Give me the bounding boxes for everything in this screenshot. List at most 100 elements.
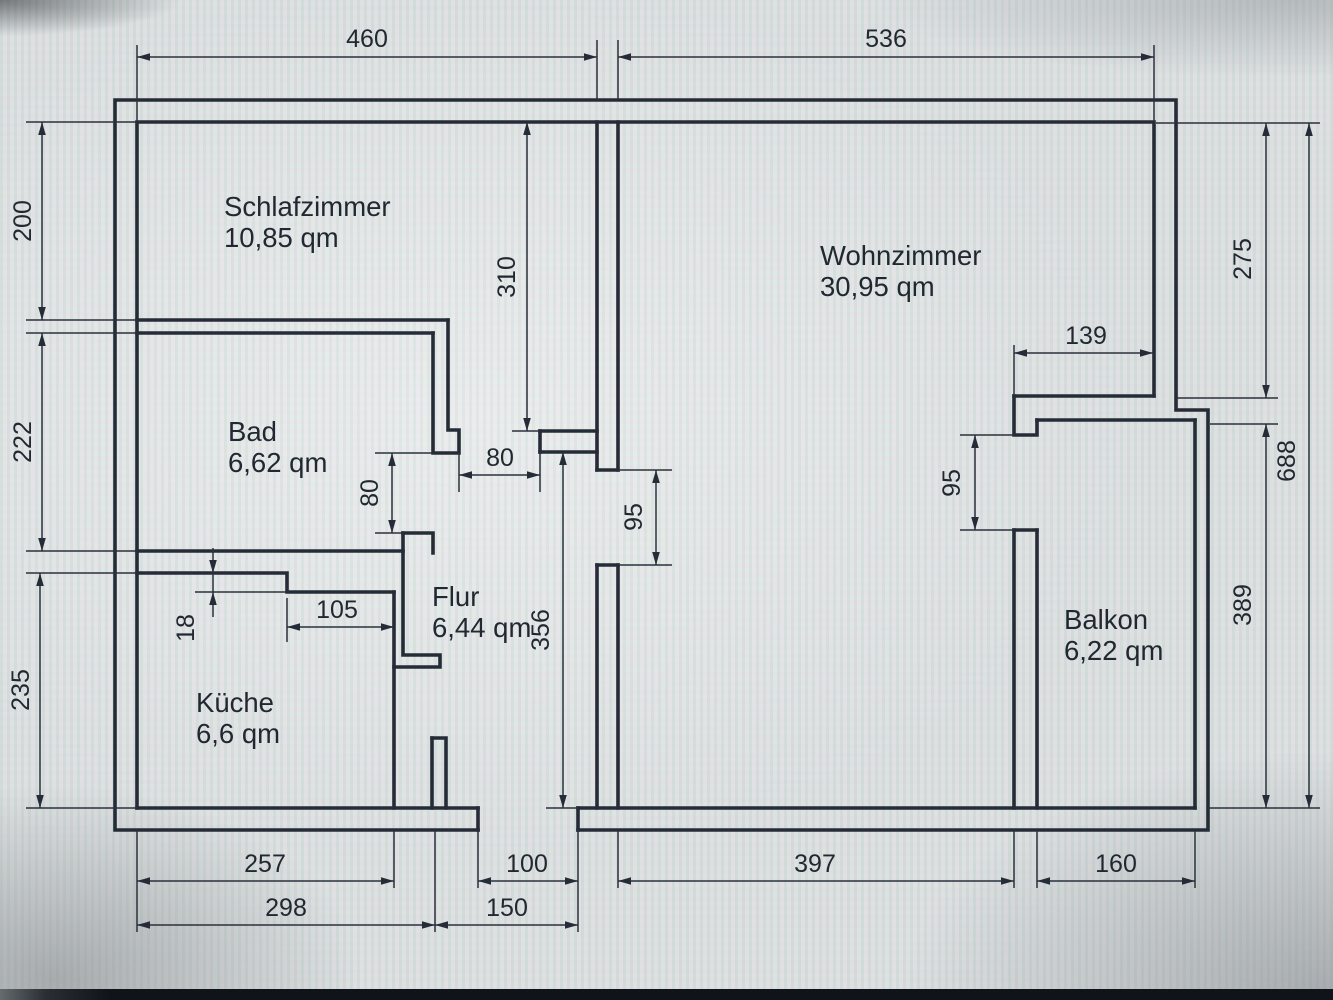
dimension-150-22: 150: [435, 894, 578, 929]
dimension-arrow: [652, 470, 660, 483]
dimension-value: 80: [356, 479, 384, 507]
dimension-105-8: 105: [287, 596, 394, 631]
room-name: Bad: [228, 416, 277, 447]
room-name: Schlafzimmer: [224, 191, 391, 222]
dimension-arrow: [1262, 123, 1270, 136]
dimension-397-19: 397: [618, 850, 1014, 885]
wall-segment: [430, 736, 448, 810]
dimension-value: 298: [265, 894, 307, 922]
dimension-value: 105: [316, 596, 358, 624]
dimension-value: 389: [1229, 584, 1257, 626]
dimension-value: 397: [794, 850, 836, 878]
dimension-arrow: [1305, 795, 1313, 808]
dimension-value: 160: [1095, 850, 1137, 878]
wall-segment: [431, 318, 461, 455]
dimension-arrow: [422, 921, 435, 929]
dimension-value: 310: [493, 256, 521, 298]
dimension-257-17: 257: [137, 850, 394, 885]
dimension-arrow: [652, 552, 660, 565]
dimension-value: 222: [9, 421, 37, 463]
dimension-arrow: [435, 921, 448, 929]
dimension-arrow: [618, 877, 631, 885]
dimension-arrow: [38, 307, 46, 320]
dimension-arrow: [381, 877, 394, 885]
wall-segment: [135, 571, 396, 594]
dimension-389-15: 389: [1229, 424, 1270, 808]
wall-segment: [113, 98, 1210, 832]
dimension-160-20: 160: [1037, 850, 1195, 885]
dimension-arrow: [137, 53, 150, 61]
dimension-value: 460: [346, 25, 388, 53]
dimension-95-12: 95: [938, 435, 979, 530]
dimension-95-11: 95: [620, 470, 660, 565]
room-area: 6,22 qm: [1064, 635, 1163, 666]
dimension-arrow: [36, 573, 44, 586]
dimension-688-16: 688: [1273, 123, 1313, 808]
dimension-298-21: 298: [137, 894, 435, 929]
dimension-arrow: [971, 517, 979, 530]
dimension-arrow: [38, 122, 46, 135]
dimension-275-14: 275: [1229, 123, 1270, 398]
dimension-arrow: [971, 435, 979, 448]
dimension-arrow: [38, 333, 46, 346]
dimension-80-7: 80: [459, 444, 540, 479]
dimension-arrow: [287, 623, 300, 631]
dimension-arrow: [388, 453, 396, 466]
room-area: 6,62 qm: [228, 447, 327, 478]
dimension-arrow: [38, 538, 46, 551]
dimension-arrow: [388, 520, 396, 533]
screen-bezel-bar: [0, 989, 1333, 1000]
dimension-arrow: [527, 471, 540, 479]
dimension-value: 275: [1229, 238, 1257, 280]
room-area: 10,85 qm: [224, 222, 339, 253]
dimension-460-0: 460: [137, 25, 597, 61]
dimension-arrow: [618, 53, 631, 61]
dimension-80-6: 80: [356, 453, 396, 533]
dimension-value: 80: [486, 444, 514, 472]
dimension-235-4: 235: [7, 573, 44, 808]
wall-segment: [135, 120, 1156, 810]
dimension-arrow: [565, 921, 578, 929]
dimension-100-18: 100: [478, 850, 578, 885]
dimension-arrow: [1182, 877, 1195, 885]
dimension-arrow: [1140, 349, 1153, 357]
room-name: Flur: [432, 581, 479, 612]
dimension-139-13: 139: [1014, 322, 1153, 357]
dimension-arrow: [1262, 795, 1270, 808]
dimension-value: 257: [244, 850, 286, 878]
dimension-arrow: [381, 623, 394, 631]
dimension-arrow: [478, 877, 491, 885]
dimension-value: 200: [9, 200, 37, 242]
dimension-222-3: 222: [9, 333, 46, 551]
dimension-value: 235: [7, 669, 35, 711]
room-name: Küche: [196, 687, 274, 718]
dimension-arrow: [459, 471, 472, 479]
dimension-arrow: [1037, 877, 1050, 885]
dimension-arrow: [1001, 877, 1014, 885]
room-area: 6,44 qm: [432, 612, 531, 643]
dimension-arrow: [559, 452, 567, 465]
dimension-value: 95: [938, 469, 966, 497]
wall-segment: [401, 531, 435, 555]
dimension-arrow: [584, 53, 597, 61]
dimension-200-2: 200: [9, 122, 46, 320]
dimension-value: 100: [506, 850, 548, 878]
dimension-arrow: [1141, 53, 1154, 61]
dimension-arrow: [523, 418, 531, 431]
dimension-value: 150: [486, 894, 528, 922]
dimension-arrow: [565, 877, 578, 885]
dimension-536-1: 536: [618, 25, 1154, 61]
room-name: Wohnzimmer: [820, 240, 981, 271]
dimension-arrow: [523, 122, 531, 135]
dimension-356-10: 356: [527, 452, 567, 808]
room-name: Balkon: [1064, 604, 1148, 635]
dimension-arrow: [137, 921, 150, 929]
